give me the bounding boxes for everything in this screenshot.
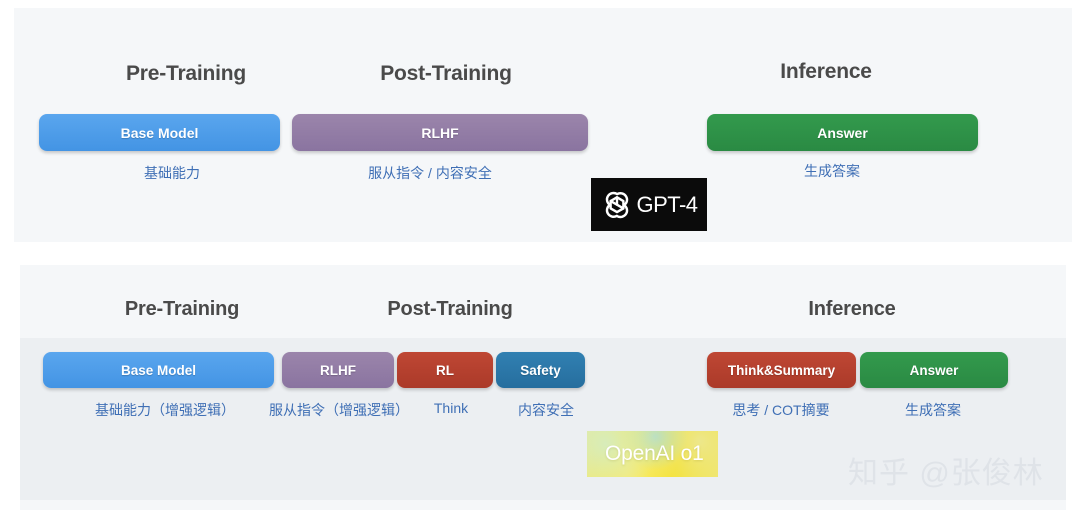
stage-header-inference-gpt4: Inference <box>780 60 872 83</box>
caption-rl-o1: Think <box>433 400 469 416</box>
box-answer-gpt4[interactable]: Answer <box>707 114 978 151</box>
caption-think-and-summary-o1: 思考 / COT摘要 <box>732 402 830 418</box>
stage-header-pre-training-o1: Pre-Training <box>124 298 240 320</box>
gpt4-model-badge: GPT-4 <box>591 178 707 231</box>
stage-header-inference-o1: Inference <box>808 298 896 320</box>
caption-answer-gpt4: 生成答案 <box>804 163 860 179</box>
caption-rlhf-gpt4: 服从指令 / 内容安全 <box>368 165 492 181</box>
box-base-model-o1[interactable]: Base Model <box>43 352 274 388</box>
o1-wordmark: OpenAI o1 <box>605 442 704 465</box>
stage-header-post-training-o1: Post-Training <box>387 298 513 320</box>
caption-base-model-o1: 基础能力（增强逻辑） <box>95 402 235 418</box>
stage-header-post-training-gpt4: Post-Training <box>380 62 512 85</box>
box-rlhf-o1[interactable]: RLHF <box>282 352 394 388</box>
box-answer-o1[interactable]: Answer <box>860 352 1008 388</box>
box-rl-o1[interactable]: RL <box>397 352 493 388</box>
caption-rlhf-o1: 服从指令（增强逻辑） <box>269 402 409 418</box>
caption-safety-o1: 内容安全 <box>518 402 574 418</box>
stage-header-pre-training-gpt4: Pre-Training <box>125 62 247 85</box>
caption-base-model-gpt4: 基础能力 <box>144 165 200 181</box>
box-think-and-summary-o1[interactable]: Think&Summary <box>707 352 856 388</box>
box-base-model-gpt4[interactable]: Base Model <box>39 114 280 151</box>
box-rlhf-gpt4[interactable]: RLHF <box>292 114 588 151</box>
gpt4-wordmark: GPT-4 <box>636 191 698 217</box>
o1-model-badge: OpenAI o1 <box>587 431 718 477</box>
box-safety-o1[interactable]: Safety <box>496 352 585 388</box>
openai-logo-icon <box>600 188 634 222</box>
caption-answer-o1: 生成答案 <box>905 402 961 418</box>
zhihu-watermark: 知乎 @张俊林 <box>848 457 1044 490</box>
